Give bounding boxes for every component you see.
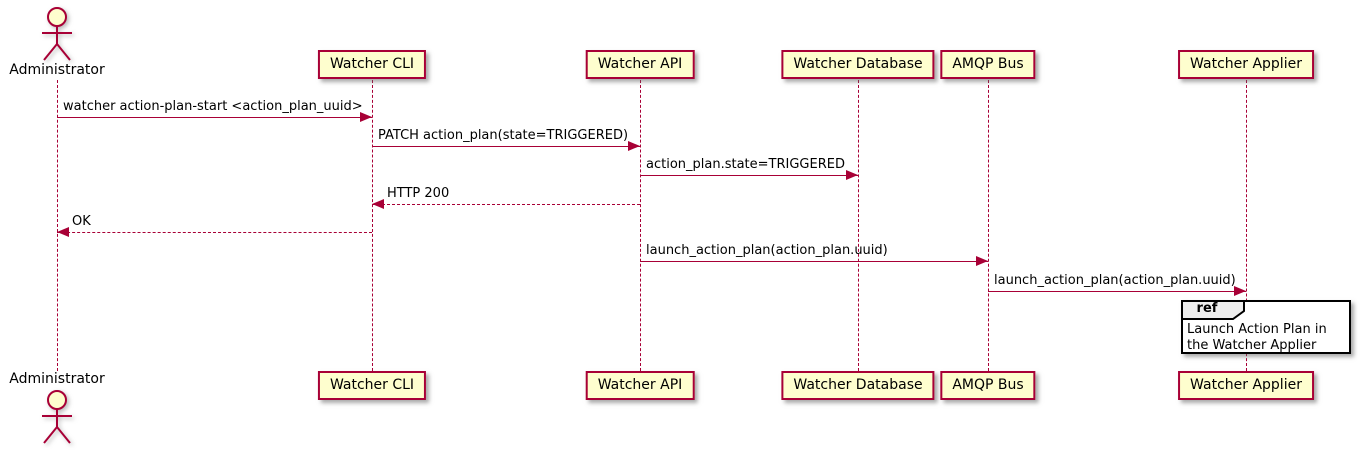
message-label: HTTP 200 bbox=[387, 186, 450, 201]
message-line bbox=[372, 204, 640, 205]
lifeline bbox=[372, 80, 373, 371]
participant-box-top: Watcher Applier bbox=[1178, 50, 1314, 79]
arrowhead-icon bbox=[1234, 286, 1246, 296]
message-label: watcher action-plan-start <action_plan_u… bbox=[63, 99, 363, 114]
ref-tab-shape bbox=[1181, 300, 1245, 320]
message-line bbox=[640, 175, 858, 176]
message-line bbox=[57, 117, 372, 118]
actor-icon bbox=[42, 390, 72, 444]
arrowhead-icon bbox=[372, 199, 384, 209]
participant-box-bottom: Watcher API bbox=[585, 371, 695, 400]
actor-label-top: Administrator bbox=[9, 62, 105, 78]
lifeline bbox=[57, 80, 58, 371]
participant-box-top: Watcher Database bbox=[781, 50, 935, 79]
lifeline bbox=[1246, 80, 1247, 371]
lifeline bbox=[858, 80, 859, 371]
message-label: launch_action_plan(action_plan.uuid) bbox=[994, 273, 1236, 288]
message-label: PATCH action_plan(state=TRIGGERED) bbox=[378, 128, 629, 143]
arrowhead-icon bbox=[628, 141, 640, 151]
participant-box-top: Watcher API bbox=[585, 50, 695, 79]
lifeline bbox=[640, 80, 641, 371]
arrowhead-icon bbox=[846, 170, 858, 180]
participant-box-bottom: Watcher Database bbox=[781, 371, 935, 400]
ref-text: Launch Action Plan in the Watcher Applie… bbox=[1187, 322, 1327, 353]
message-label: launch_action_plan(action_plan.uuid) bbox=[646, 243, 888, 258]
message-label: action_plan.state=TRIGGERED bbox=[646, 157, 845, 172]
actor-icon bbox=[42, 7, 72, 61]
ref-keyword-tab: ref bbox=[1181, 300, 1245, 320]
arrowhead-icon bbox=[360, 112, 372, 122]
ref-keyword: ref bbox=[1196, 301, 1218, 316]
message-line bbox=[988, 291, 1246, 292]
actor-label-bottom: Administrator bbox=[9, 371, 105, 387]
ref-fragment: ref Launch Action Plan in the Watcher Ap… bbox=[1181, 300, 1351, 354]
participant-box-bottom: Watcher Applier bbox=[1178, 371, 1314, 400]
arrowhead-icon bbox=[976, 256, 988, 266]
message-line bbox=[57, 232, 372, 233]
lifeline bbox=[988, 80, 989, 371]
message-line bbox=[640, 261, 988, 262]
message-label: OK bbox=[72, 214, 91, 229]
participant-box-bottom: Watcher CLI bbox=[317, 371, 427, 400]
participant-box-top: Watcher CLI bbox=[317, 50, 427, 79]
participant-box-top: AMQP Bus bbox=[940, 50, 1036, 79]
participant-box-bottom: AMQP Bus bbox=[940, 371, 1036, 400]
message-line bbox=[372, 146, 640, 147]
arrowhead-icon bbox=[57, 227, 69, 237]
